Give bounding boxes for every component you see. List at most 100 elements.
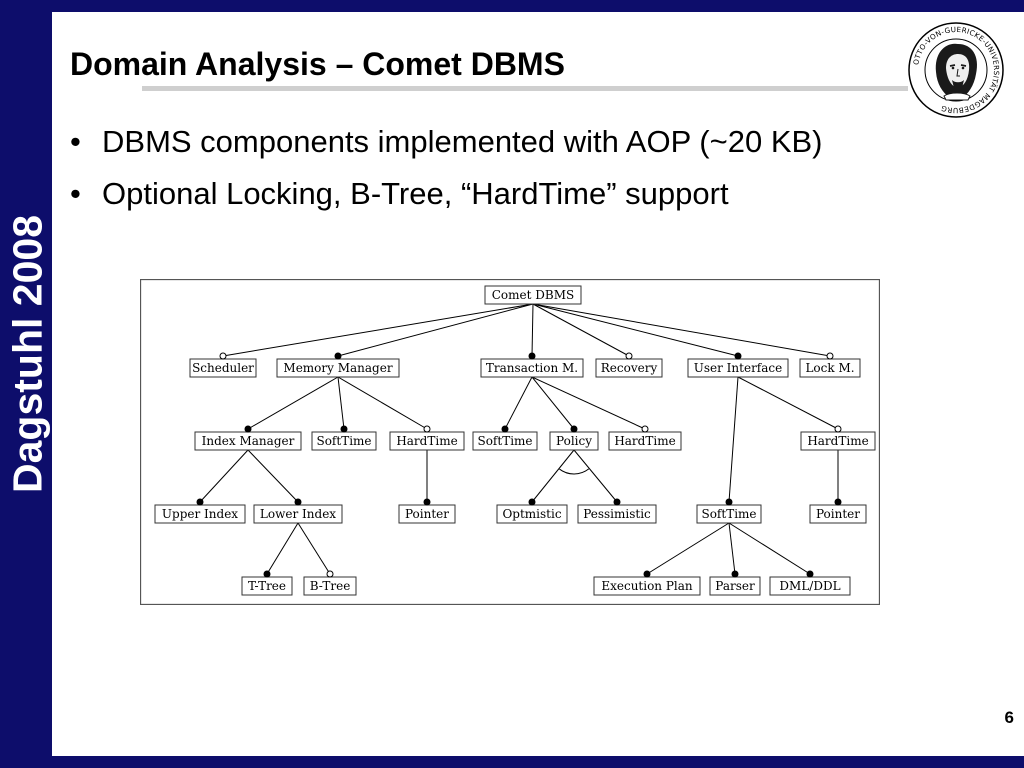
mandatory-feature-marker xyxy=(834,498,842,506)
mandatory-feature-marker xyxy=(196,498,204,506)
feature-label: SoftTime xyxy=(701,507,756,521)
edge-root-memory xyxy=(337,303,534,357)
mandatory-feature-marker xyxy=(806,570,814,578)
feature-box xyxy=(484,285,582,305)
feature-label: HardTime xyxy=(807,434,868,448)
mandatory-feature-marker xyxy=(734,352,742,360)
feature-label: Policy xyxy=(556,434,592,448)
edge-memory-index xyxy=(247,376,339,430)
feature-node-root: Comet DBMS xyxy=(484,285,582,305)
feature-node-btree: B-Tree xyxy=(303,576,357,596)
edge-ui-ui_hard xyxy=(737,376,839,430)
feature-label: HardTime xyxy=(614,434,675,448)
feature-diagram: Comet DBMS Scheduler Memory Manager Transac… xyxy=(140,279,880,605)
feature-label: DML/DDL xyxy=(779,579,840,593)
optional-feature-marker xyxy=(826,352,834,360)
mandatory-feature-marker xyxy=(613,498,621,506)
edge-root-scheduler xyxy=(222,303,534,357)
edge-lower-btree xyxy=(297,522,331,575)
optional-feature-marker xyxy=(219,352,227,360)
feature-node-mem_soft: SoftTime xyxy=(311,431,377,451)
optional-feature-marker xyxy=(326,570,334,578)
edge-lower-ttree xyxy=(266,522,299,575)
title-underline xyxy=(142,86,908,91)
feature-node-ttree: T-Tree xyxy=(241,576,293,596)
feature-node-parser: Parser xyxy=(709,576,761,596)
feature-label: Parser xyxy=(715,579,755,593)
edge-transaction-tx_hard xyxy=(531,376,646,430)
feature-label: Comet DBMS xyxy=(492,288,574,302)
mandatory-feature-marker xyxy=(725,498,733,506)
bullet-text: DBMS components implemented with AOP (~2… xyxy=(102,124,823,159)
bullet-list: • DBMS components implemented with AOP (~… xyxy=(70,122,823,226)
mandatory-feature-marker xyxy=(731,570,739,578)
optional-feature-marker xyxy=(834,425,842,433)
edge-ui_soft-parser xyxy=(728,522,736,575)
feature-label: B-Tree xyxy=(310,579,351,593)
feature-node-tx_soft: SoftTime xyxy=(472,431,538,451)
sidebar-band: Dagstuhl 2008 xyxy=(0,12,52,756)
feature-node-tx_hard: HardTime xyxy=(608,431,682,451)
feature-node-pessimistic: Pessimistic xyxy=(577,504,657,524)
edge-policy-pessimistic xyxy=(573,449,618,503)
university-seal-portrait-icon: OTTO-VON-GUERICKE-UNIVERSITÄT MAGDEBURG xyxy=(908,22,1004,118)
feature-node-scheduler: Scheduler xyxy=(189,358,257,378)
feature-label: Upper Index xyxy=(162,507,238,521)
mandatory-feature-marker xyxy=(244,425,252,433)
feature-label: Pointer xyxy=(816,507,860,521)
edge-root-recovery xyxy=(532,303,630,357)
optional-feature-marker xyxy=(625,352,633,360)
edge-ui_soft-exec xyxy=(646,522,730,575)
feature-label: Scheduler xyxy=(192,361,254,375)
bottom-frame-bar xyxy=(0,756,1024,768)
edge-index-upper xyxy=(199,449,249,503)
feature-node-lock: Lock M. xyxy=(799,358,861,378)
feature-label: Optmistic xyxy=(502,507,561,521)
mandatory-feature-marker xyxy=(501,425,509,433)
bullet-dot-icon: • xyxy=(70,124,81,159)
feature-node-policy: Policy xyxy=(549,431,599,451)
mandatory-feature-marker xyxy=(528,498,536,506)
feature-node-transaction: Transaction M. xyxy=(480,358,584,378)
mandatory-feature-marker xyxy=(423,498,431,506)
top-frame-bar xyxy=(0,0,1024,12)
bullet-dot-icon: • xyxy=(70,176,81,211)
mandatory-feature-marker xyxy=(340,425,348,433)
feature-label: Recovery xyxy=(601,361,658,375)
feature-node-index: Index Manager xyxy=(194,431,302,451)
feature-label: Memory Manager xyxy=(283,361,392,375)
mandatory-feature-marker xyxy=(294,498,302,506)
feature-node-upper: Upper Index xyxy=(154,504,246,524)
feature-label: Lower Index xyxy=(260,507,336,521)
feature-node-recovery: Recovery xyxy=(595,358,663,378)
feature-node-pointer2: Pointer xyxy=(809,504,867,524)
mandatory-feature-marker xyxy=(570,425,578,433)
sidebar-label: Dagstuhl 2008 xyxy=(4,215,51,493)
feature-label: Pointer xyxy=(405,507,449,521)
edge-index-lower xyxy=(247,449,299,503)
alternative-group-arc xyxy=(559,468,590,475)
feature-label: T-Tree xyxy=(248,579,286,593)
mandatory-feature-marker xyxy=(643,570,651,578)
feature-node-ui: User Interface xyxy=(687,358,789,378)
feature-label: Execution Plan xyxy=(601,579,693,593)
edge-memory-mem_soft xyxy=(337,376,345,430)
bullet-item: • DBMS components implemented with AOP (~… xyxy=(70,122,823,174)
mandatory-feature-marker xyxy=(334,352,342,360)
portrait-drawing xyxy=(935,43,978,101)
edge-transaction-policy xyxy=(531,376,575,430)
feature-label: SoftTime xyxy=(477,434,532,448)
page-number: 6 xyxy=(1004,708,1014,727)
edge-memory-mem_hard xyxy=(337,376,428,430)
feature-node-lower: Lower Index xyxy=(253,504,343,524)
edge-root-transaction xyxy=(531,303,534,357)
feature-label: HardTime xyxy=(396,434,457,448)
feature-node-mem_hard: HardTime xyxy=(389,431,465,451)
slide-title: Domain Analysis – Comet DBMS xyxy=(70,46,565,82)
feature-node-dml: DML/DDL xyxy=(769,576,851,596)
optional-feature-marker xyxy=(641,425,649,433)
feature-node-memory: Memory Manager xyxy=(276,358,400,378)
edge-ui-ui_soft xyxy=(728,376,739,503)
edge-root-ui xyxy=(532,303,739,357)
feature-label: Pessimistic xyxy=(583,507,651,521)
